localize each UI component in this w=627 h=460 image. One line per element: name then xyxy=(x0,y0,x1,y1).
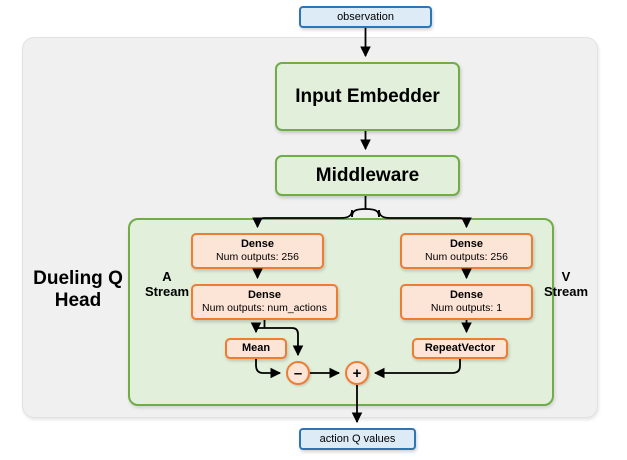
observation-label: observation xyxy=(337,11,394,23)
mean-label: Mean xyxy=(241,342,271,354)
value-stream-label: V Stream xyxy=(538,269,594,300)
advantage-dense-256-title: Dense xyxy=(240,238,275,250)
dueling-q-head-label-line1: Dueling Q xyxy=(33,268,123,289)
advantage-dense-num-actions-title: Dense xyxy=(247,289,282,301)
repeat-vector-label: RepeatVector xyxy=(424,342,496,354)
value-dense-1-title: Dense xyxy=(449,289,484,301)
value-stream-label-line2: Stream xyxy=(543,283,589,299)
advantage-dense-num-actions-node[interactable]: Dense Num outputs: num_actions xyxy=(191,284,338,320)
repeat-vector-node[interactable]: RepeatVector xyxy=(412,338,508,359)
dueling-q-head-label-line2: Head xyxy=(54,289,102,311)
value-dense-256-title: Dense xyxy=(449,238,484,250)
advantage-stream-label: A Stream xyxy=(140,269,194,300)
value-stream-label-line1: V xyxy=(561,269,571,284)
observation-input-node[interactable]: observation xyxy=(299,6,432,28)
input-embedder-node[interactable]: Input Embedder xyxy=(275,62,460,131)
middleware-label: Middleware xyxy=(315,164,420,186)
action-q-values-label: action Q values xyxy=(319,433,396,445)
value-dense-1-subtitle: Num outputs: 1 xyxy=(430,302,503,314)
advantage-dense-256-node[interactable]: Dense Num outputs: 256 xyxy=(191,233,324,269)
dueling-q-head-label: Dueling Q Head xyxy=(30,268,126,312)
value-dense-1-node[interactable]: Dense Num outputs: 1 xyxy=(400,284,533,320)
middleware-node[interactable]: Middleware xyxy=(275,155,460,196)
add-operator-node[interactable]: + xyxy=(345,361,369,385)
value-dense-256-node[interactable]: Dense Num outputs: 256 xyxy=(400,233,533,269)
action-q-values-output-node[interactable]: action Q values xyxy=(299,428,416,450)
subtract-operator-glyph: – xyxy=(293,364,303,382)
mean-node[interactable]: Mean xyxy=(225,338,287,359)
subtract-operator-node[interactable]: – xyxy=(286,361,310,385)
advantage-stream-label-line1: A xyxy=(162,269,172,284)
add-operator-glyph: + xyxy=(352,364,362,382)
advantage-dense-256-subtitle: Num outputs: 256 xyxy=(216,251,299,263)
value-dense-256-subtitle: Num outputs: 256 xyxy=(425,251,508,263)
input-embedder-label: Input Embedder xyxy=(295,85,440,107)
advantage-stream-label-line2: Stream xyxy=(144,283,190,299)
advantage-dense-num-actions-subtitle: Num outputs: num_actions xyxy=(202,302,327,314)
